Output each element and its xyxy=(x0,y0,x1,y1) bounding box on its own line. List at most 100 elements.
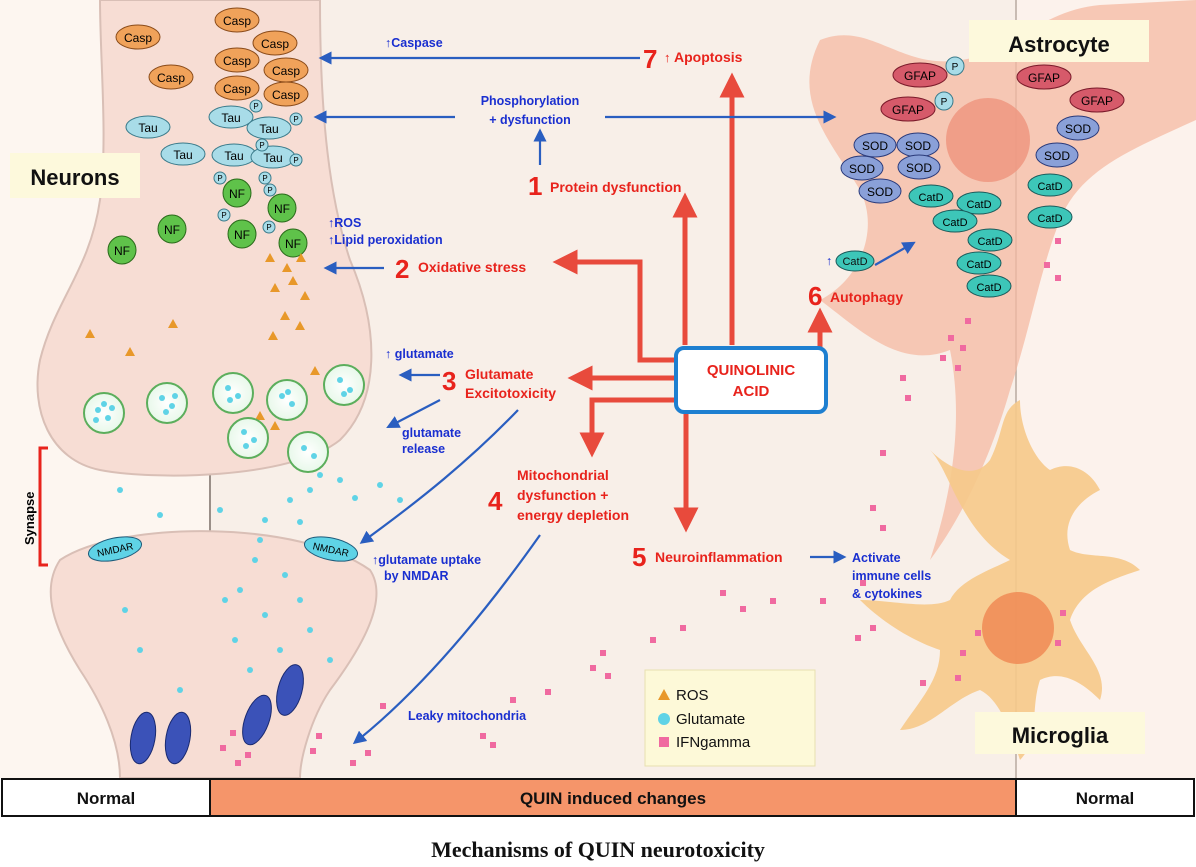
effect-labels: ↑Caspase Phosphorylation + dysfunction ↑… xyxy=(328,36,931,723)
nf-group: NF NF NF NF NF NF P P P xyxy=(107,178,308,265)
glutamate-legend-icon xyxy=(658,713,670,725)
mech4-label-3: energy depletion xyxy=(517,507,629,523)
release-label-2: release xyxy=(402,442,445,456)
glutamate-dots xyxy=(93,377,403,693)
legend: ROS Glutamate IFNgamma xyxy=(644,669,816,767)
presynaptic-terminal xyxy=(36,0,373,477)
nf-label: NF xyxy=(229,187,245,201)
mech5-num: 5 xyxy=(632,542,646,572)
lipid-label: ↑Lipid peroxidation xyxy=(328,233,443,247)
ros-label: ↑ROS xyxy=(328,216,361,230)
bar-right-label: Normal xyxy=(1076,789,1135,808)
p-label: P xyxy=(266,223,271,232)
casp-label: Casp xyxy=(223,82,251,96)
phos-label-2: + dysfunction xyxy=(489,113,571,127)
gfap-label: GFAP xyxy=(1028,71,1060,85)
mech4-num: 4 xyxy=(488,486,503,516)
tau-label: Tau xyxy=(259,122,278,136)
mech5-label: Neuroinflammation xyxy=(655,549,783,565)
casp-label: Casp xyxy=(223,14,251,28)
catd-label: CatD xyxy=(976,282,1001,294)
tau-label: Tau xyxy=(221,111,240,125)
p-label: P xyxy=(267,186,272,195)
casp-label: Casp xyxy=(124,31,152,45)
mech6-label: Autophagy xyxy=(830,289,903,305)
sod-label: SOD xyxy=(1065,122,1091,136)
p-label: P xyxy=(259,141,264,150)
bar-middle-label: QUIN induced changes xyxy=(520,789,706,808)
microglia-cell xyxy=(860,400,1140,760)
sod-group: SOD SOD SOD SOD SOD SOD SOD xyxy=(840,115,1100,204)
figure-caption: Mechanisms of QUIN neurotoxicity xyxy=(431,837,765,862)
ifngamma-squares xyxy=(220,238,1066,766)
sod-label: SOD xyxy=(862,139,888,153)
casp-label: Casp xyxy=(157,71,185,85)
catd-label: CatD xyxy=(942,217,967,229)
microglia-nucleus xyxy=(982,592,1054,664)
vesicles xyxy=(83,364,365,473)
sod-label: SOD xyxy=(849,162,875,176)
gfap-label: GFAP xyxy=(892,103,924,117)
mech1-label: Protein dysfunction xyxy=(550,179,681,195)
catd-label: CatD xyxy=(918,192,943,204)
blue-arrows xyxy=(313,51,916,745)
mech4-label-1: Mitochondrial xyxy=(517,467,609,483)
leaky-label: Leaky mitochondria xyxy=(408,709,527,723)
astrocyte-nucleus xyxy=(946,98,1030,182)
center-line1: QUINOLINIC xyxy=(707,362,795,379)
catd-up-arrow: ↑ xyxy=(826,254,832,268)
p-label: P xyxy=(253,102,258,111)
catd-group: CatD CatD CatD CatD CatD CatD CatD CatD xyxy=(908,173,1073,298)
sod-label: SOD xyxy=(905,139,931,153)
mech1-num: 1 xyxy=(528,171,542,201)
synapse-label: Synapse xyxy=(22,492,37,545)
ros-triangles xyxy=(85,253,320,430)
p-label: P xyxy=(293,115,298,124)
mech7-prefix: ↑ xyxy=(664,50,671,65)
nf-label: NF xyxy=(114,244,130,258)
mech2-label: Oxidative stress xyxy=(418,259,526,275)
mech6-num: 6 xyxy=(808,281,822,311)
sod-label: SOD xyxy=(906,161,932,175)
synapse-bracket: Synapse xyxy=(22,446,48,567)
cell-labels: Neurons Astrocyte Microglia xyxy=(10,20,1149,754)
p-label: P xyxy=(293,156,298,165)
tau-label: Tau xyxy=(173,148,192,162)
red-arrows xyxy=(552,72,833,533)
nf-label: NF xyxy=(234,228,250,242)
mech3-label-2: Excitotoxicity xyxy=(465,385,556,401)
mech4-label-2: dysfunction + xyxy=(517,487,608,503)
catd-label: CatD xyxy=(966,259,991,271)
mech2-num: 2 xyxy=(395,254,409,284)
tau-label: Tau xyxy=(263,151,282,165)
activate-label-2: immune cells xyxy=(852,569,931,583)
nf-label: NF xyxy=(164,223,180,237)
tau-group: Tau Tau Tau Tau Tau Tau P P P P P P xyxy=(125,99,303,185)
uptake-label-1: ↑glutamate uptake xyxy=(372,553,481,567)
quinolinic-acid-box: QUINOLINIC ACID xyxy=(674,346,828,414)
ifngamma-legend-icon xyxy=(659,737,669,747)
casp-label: Casp xyxy=(223,54,251,68)
casp-group: Casp Casp Casp Casp Casp Casp Casp Casp xyxy=(115,7,309,107)
bottom-bar: Normal QUIN induced changes Normal xyxy=(1,778,1195,817)
sod-label: SOD xyxy=(1044,149,1070,163)
tau-label: Tau xyxy=(138,121,157,135)
catd-label: CatD xyxy=(966,199,991,211)
casp-label: Casp xyxy=(272,88,300,102)
neurons-label: Neurons xyxy=(30,165,119,190)
legend-ros-label: ROS xyxy=(676,687,709,704)
p-label: P xyxy=(217,174,222,183)
catd-label: CatD xyxy=(1037,213,1062,225)
activate-label-1: Activate xyxy=(852,551,901,565)
bar-left-label: Normal xyxy=(77,789,136,808)
mitochondria xyxy=(129,664,304,765)
gfap-label: GFAP xyxy=(904,69,936,83)
caspase-label: ↑Caspase xyxy=(385,36,443,50)
postsynaptic-terminal xyxy=(49,530,378,779)
p-label: P xyxy=(221,211,226,220)
mech7-label: Apoptosis xyxy=(674,49,743,65)
mech3-label-1: Glutamate xyxy=(465,366,534,382)
catd-label: CatD xyxy=(977,236,1002,248)
astrocyte-label: Astrocyte xyxy=(1008,32,1109,57)
